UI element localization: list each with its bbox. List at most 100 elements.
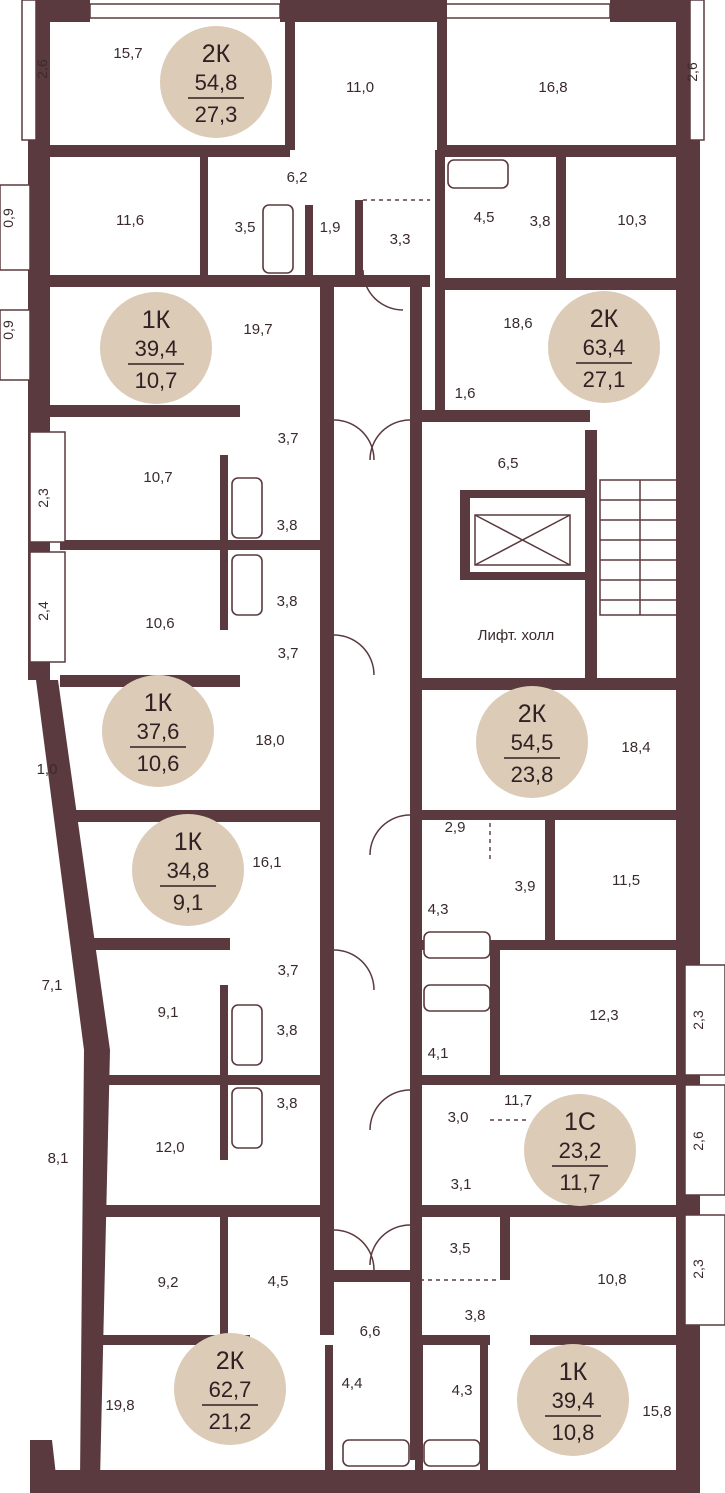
apartment-living-area: 21,2	[209, 1409, 252, 1434]
apartment-living-area: 27,1	[583, 367, 626, 392]
balcony-area-label: 2,3	[690, 1010, 706, 1030]
room-area-label: 3,8	[277, 1022, 298, 1039]
balcony-area-label: 2,4	[35, 601, 51, 621]
interior-walls	[50, 0, 680, 1470]
apartment-type: 1К	[142, 306, 171, 334]
room-area-label: 2,9	[445, 819, 466, 836]
room-area-label: 3,8	[530, 213, 551, 230]
room-area-label: 3,7	[278, 430, 299, 447]
apartment-living-area: 27,3	[195, 102, 238, 127]
room-area-label: 18,0	[255, 732, 284, 749]
room-area-label: 3,7	[278, 645, 299, 662]
room-area-label: 16,8	[538, 79, 567, 96]
room-area-label: 15,8	[642, 1403, 671, 1420]
room-area-label: 4,4	[342, 1375, 363, 1392]
room-area-label: 1,0	[37, 761, 58, 778]
room-area-label: 16,1	[252, 854, 281, 871]
balcony-area-label: 2,3	[690, 1259, 706, 1279]
room-area-label: 6,6	[360, 1323, 381, 1340]
room-area-label: 7,1	[42, 977, 63, 994]
apartment-badge-circle	[132, 814, 244, 926]
room-area-label: 3,8	[277, 1095, 298, 1112]
room-area-label: 12,0	[155, 1139, 184, 1156]
room-area-label: 19,7	[243, 321, 272, 338]
bathroom-fixtures	[231, 159, 509, 1467]
balcony-area-label: 2,6	[690, 1131, 706, 1151]
room-area-label: 18,4	[621, 739, 650, 756]
room-area-label: 4,1	[428, 1045, 449, 1062]
room-area-label: 9,2	[158, 1274, 179, 1291]
apartment-total-area: 63,4	[583, 335, 626, 360]
room-area-label: 3,7	[278, 962, 299, 979]
room-area-label: 15,7	[113, 45, 142, 62]
room-area-label: 3,5	[235, 219, 256, 236]
apartment-total-area: 62,7	[209, 1377, 252, 1402]
room-area-label: 4,3	[452, 1382, 473, 1399]
room-area-label: 3,8	[277, 593, 298, 610]
dashed-partitions	[363, 199, 530, 1281]
room-area-label: 11,6	[116, 212, 144, 229]
apartment-type: 2К	[202, 40, 231, 68]
apartment-type: 2К	[518, 700, 547, 728]
room-area-label: 8,1	[48, 1150, 69, 1167]
elevator-shaft	[474, 514, 571, 566]
room-area-label: 9,1	[158, 1004, 179, 1021]
apartment-type: 1С	[564, 1108, 596, 1136]
room-area-label: 10,7	[143, 469, 172, 486]
apartment-type: 1К	[174, 828, 203, 856]
balcony-area-label: 2,6	[34, 59, 50, 79]
room-area-label: 10,3	[617, 212, 646, 229]
apartment-total-area: 37,6	[137, 719, 180, 744]
apartment-badge-circle	[476, 686, 588, 798]
apartment-type: 1К	[144, 689, 173, 717]
room-area-label: 3,8	[277, 517, 298, 534]
apartment-total-area: 39,4	[552, 1388, 595, 1413]
apartment-type: 2К	[590, 305, 619, 333]
room-area-label: 6,5	[498, 455, 519, 472]
room-area-label: 6,2	[287, 169, 308, 186]
room-area-label: 18,6	[503, 315, 532, 332]
apartment-type: 1К	[559, 1358, 588, 1386]
staircase	[599, 479, 681, 616]
apartment-living-area: 9,1	[173, 890, 204, 915]
apartment-badges: 2К54,827,31К39,410,72К63,427,11К37,610,6…	[100, 26, 660, 1456]
apartment-badge-circle	[517, 1344, 629, 1456]
room-area-label: 3,0	[448, 1109, 469, 1126]
lift-hall-label: Лифт. холл	[478, 627, 555, 644]
apartment-living-area: 11,7	[559, 1170, 600, 1195]
balcony-area-label: 0,9	[0, 320, 16, 340]
balcony-area-label: 2,3	[35, 488, 51, 508]
room-area-label: 1,6	[455, 385, 476, 402]
room-area-label: 3,8	[465, 1307, 486, 1324]
apartment-badge-circle	[524, 1094, 636, 1206]
doors	[333, 269, 411, 1271]
room-area-label: 11,5	[612, 872, 640, 889]
apartment-total-area: 54,8	[195, 70, 238, 95]
room-area-label: 3,1	[451, 1176, 472, 1193]
room-area-label: 11,0	[346, 79, 374, 96]
room-area-label: 4,5	[474, 209, 495, 226]
room-area-label: 3,3	[390, 231, 411, 248]
apartment-badge-circle	[160, 26, 272, 138]
room-area-label: 10,6	[145, 615, 174, 632]
exterior-walls	[21, 0, 705, 1493]
apartment-living-area: 10,6	[137, 751, 180, 776]
room-area-label: 12,3	[589, 1007, 618, 1024]
apartment-total-area: 34,8	[167, 858, 210, 883]
room-area-label: 4,3	[428, 901, 449, 918]
balcony-area-label: 0,9	[0, 208, 16, 228]
balcony-tabs	[0, 184, 725, 1326]
apartment-living-area: 10,8	[552, 1420, 595, 1445]
apartment-total-area: 23,2	[559, 1138, 602, 1163]
